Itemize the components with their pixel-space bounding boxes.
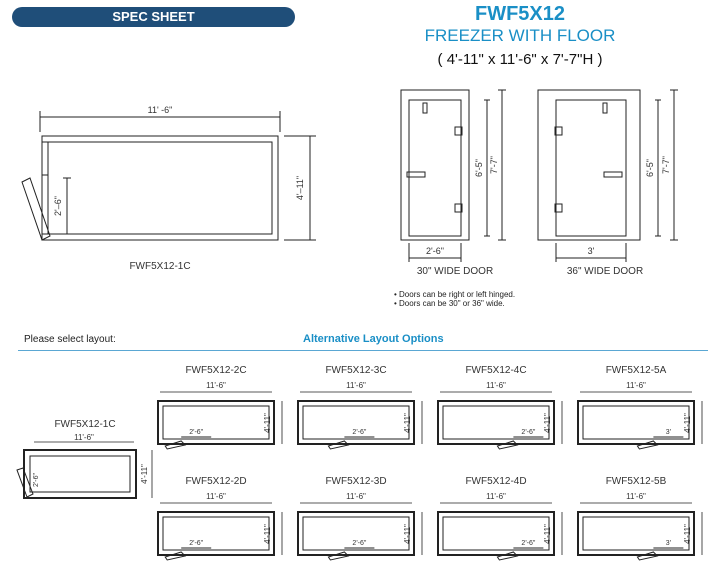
- alt-layout-width: 4'-11": [263, 413, 272, 433]
- main-length-dim: 11' -6": [148, 105, 173, 115]
- main-door-dim: 2'–6": [53, 196, 63, 216]
- door-elevation-36: [537, 89, 678, 262]
- left-option-width: 4'-11": [140, 464, 149, 484]
- alt-layout-door: 2'-6": [352, 540, 366, 547]
- alt-layout-length: 11'-6": [206, 381, 226, 390]
- door30-height-door: 6'-5": [474, 159, 484, 177]
- alt-layout-door: 3': [666, 429, 671, 436]
- alt-inner-wall: [582, 405, 690, 440]
- alt-layout-name: FWF5X12-4D: [465, 476, 526, 487]
- door-elevation-30: [400, 89, 506, 262]
- alt-layout-length: 11'-6": [486, 492, 506, 501]
- alt-layout-width: 4'-11": [683, 524, 692, 544]
- left-option-door: 2'-6": [33, 473, 40, 487]
- note-item: Doors can be 30" or 36" wide.: [394, 299, 515, 308]
- alt-layout-door: 3': [666, 540, 671, 547]
- alt-door-swing: [164, 551, 187, 561]
- main-plan-label: FWF5X12-1C: [129, 261, 190, 272]
- door36-width: 3': [588, 246, 595, 256]
- alt-outer-wall: [577, 400, 695, 445]
- alt-layout-name: FWF5X12-5B: [606, 476, 667, 487]
- alt-layout-name: FWF5X12-3C: [325, 365, 386, 376]
- alt-layout-name: FWF5X12-2D: [185, 476, 246, 487]
- left-option-plan: [16, 441, 153, 499]
- alt-layouts-grid: FWF5X12-2C 11'-6" 4'-11" 2'-6" FWF5X12-3C 11'…: [157, 365, 703, 561]
- alt-outer-wall: [297, 511, 415, 556]
- alt-outer-wall: [577, 511, 695, 556]
- spec-sheet-banner: SPEC SHEET: [12, 7, 295, 27]
- alt-inner-wall: [442, 405, 550, 440]
- alt-door-swing: [164, 440, 187, 450]
- alt-layout-option[interactable]: FWF5X12-3C 11'-6" 4'-11" 2'-6": [297, 365, 423, 450]
- alt-inner-wall: [302, 516, 410, 551]
- alt-inner-wall: [582, 516, 690, 551]
- left-option-name: FWF5X12-1C: [54, 419, 115, 430]
- alt-layout-door: 2'-6": [352, 429, 366, 436]
- alt-door-swing: [496, 551, 519, 561]
- alt-inner-wall: [162, 405, 270, 440]
- alt-outer-wall: [297, 400, 415, 445]
- alt-layout-length: 11'-6": [206, 492, 226, 501]
- alt-layout-door: 2'-6": [521, 540, 535, 547]
- alt-outer-wall: [157, 400, 275, 445]
- alt-inner-wall: [442, 516, 550, 551]
- alt-door-swing: [327, 440, 350, 450]
- alt-layout-door: 2'-6": [521, 429, 535, 436]
- alt-layout-name: FWF5X12-5A: [606, 365, 667, 376]
- alt-layout-width: 4'-11": [403, 524, 412, 544]
- alt-layout-name: FWF5X12-2C: [185, 365, 246, 376]
- alt-layout-title: Alternative Layout Options: [303, 333, 444, 345]
- alt-layout-option[interactable]: FWF5X12-4C 11'-6" 4'-11" 2'-6": [437, 365, 563, 450]
- alt-layout-option[interactable]: FWF5X12-2D 11'-6" 4'-11" 2'-6": [157, 476, 283, 561]
- main-width-dim: 4'–11": [295, 176, 305, 200]
- alt-inner-wall: [162, 516, 270, 551]
- alt-layout-width: 4'-11": [683, 413, 692, 433]
- alt-layout-name: FWF5X12-4C: [465, 365, 526, 376]
- alt-layout-width: 4'-11": [543, 413, 552, 433]
- door36-height-total: 7'-7": [661, 156, 671, 174]
- door36-height-door: 6'-5": [645, 159, 655, 177]
- alt-layout-width: 4'-11": [403, 413, 412, 433]
- alt-layout-width: 4'-11": [263, 524, 272, 544]
- alt-layout-length: 11'-6": [346, 492, 366, 501]
- alt-layout-name: FWF5X12-3D: [325, 476, 386, 487]
- alt-layout-option[interactable]: FWF5X12-5B 11'-6" 4'-11" 3': [577, 476, 703, 561]
- model-dimensions: ( 4'-11" x 11'-6" x 7'-7"H ): [437, 51, 603, 68]
- alt-layout-option[interactable]: FWF5X12-5A 11'-6" 4'-11" 3': [577, 365, 703, 450]
- alt-outer-wall: [437, 511, 555, 556]
- note-item: Doors can be right or left hinged.: [394, 290, 515, 299]
- model-title: FWF5X12: [474, 3, 566, 25]
- alt-layout-door: 2'-6": [189, 429, 203, 436]
- section-divider: [18, 350, 708, 351]
- door30-width: 2'-6": [426, 246, 444, 256]
- alt-layout-length: 11'-6": [346, 381, 366, 390]
- alt-door-swing: [636, 440, 659, 450]
- alt-inner-wall: [302, 405, 410, 440]
- door30-height-total: 7'-7": [489, 156, 499, 174]
- alt-layout-length: 11'-6": [626, 381, 646, 390]
- alt-outer-wall: [157, 511, 275, 556]
- door30-caption: 30" WIDE DOOR: [417, 266, 493, 277]
- alt-layout-option[interactable]: FWF5X12-3D 11'-6" 4'-11" 2'-6": [297, 476, 423, 561]
- alt-outer-wall: [437, 400, 555, 445]
- door-notes: Doors can be right or left hinged. Doors…: [394, 290, 515, 308]
- alt-layout-option[interactable]: FWF5X12-4D 11'-6" 4'-11" 2'-6": [437, 476, 563, 561]
- alt-layout-width: 4'-11": [543, 524, 552, 544]
- alt-layout-option[interactable]: FWF5X12-2C 11'-6" 4'-11" 2'-6": [157, 365, 283, 450]
- left-option-length: 11'-6": [74, 433, 94, 442]
- model-subtitle: FREEZER WITH FLOOR: [424, 26, 616, 45]
- alt-layout-door: 2'-6": [189, 540, 203, 547]
- alt-layout-length: 11'-6": [486, 381, 506, 390]
- please-select-label: Please select layout:: [24, 334, 116, 345]
- alt-door-swing: [636, 551, 659, 561]
- alt-door-swing: [327, 551, 350, 561]
- alt-layout-length: 11'-6": [626, 492, 646, 501]
- alt-door-swing: [496, 440, 519, 450]
- main-floor-plan: [21, 111, 316, 241]
- door36-caption: 36" WIDE DOOR: [567, 266, 643, 277]
